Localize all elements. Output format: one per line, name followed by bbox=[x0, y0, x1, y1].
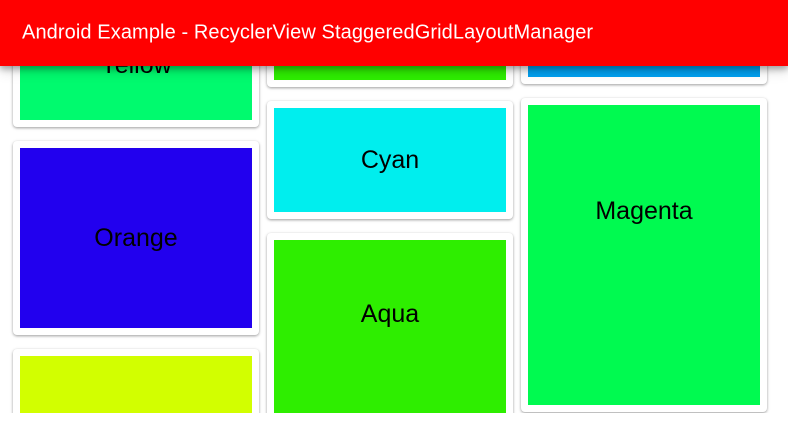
card-item[interactable]: Orange bbox=[13, 141, 259, 335]
staggered-column-2: Cyan Aqua bbox=[264, 66, 516, 413]
card-item[interactable] bbox=[521, 66, 767, 84]
card-item[interactable]: Yellow bbox=[13, 66, 259, 127]
color-label: Aqua bbox=[360, 300, 420, 328]
staggered-column-1: Yellow Orange bbox=[10, 66, 262, 413]
card-item[interactable]: Cyan bbox=[267, 101, 513, 219]
color-swatch: Cyan bbox=[274, 108, 506, 212]
color-swatch bbox=[20, 356, 252, 413]
color-swatch: Orange bbox=[20, 148, 252, 328]
color-label: Cyan bbox=[360, 145, 420, 174]
card-item[interactable]: Aqua bbox=[267, 233, 513, 413]
color-swatch: Aqua bbox=[274, 240, 506, 413]
color-swatch bbox=[274, 66, 506, 80]
app-bar-title: Android Example - RecyclerView Staggered… bbox=[22, 21, 594, 44]
color-label: Orange bbox=[94, 223, 178, 252]
color-swatch: Magenta bbox=[528, 105, 760, 405]
staggered-column-3: Magenta bbox=[518, 66, 770, 413]
color-swatch: Yellow bbox=[20, 66, 252, 120]
card-item[interactable] bbox=[267, 66, 513, 87]
color-label: Magenta bbox=[595, 197, 693, 225]
app-bar: Android Example - RecyclerView Staggered… bbox=[0, 0, 788, 66]
recycler-view[interactable]: Yellow Orange Cyan bbox=[0, 66, 788, 413]
card-item[interactable]: Magenta bbox=[521, 98, 767, 412]
color-swatch bbox=[528, 66, 760, 77]
card-item[interactable] bbox=[13, 349, 259, 413]
color-label: Yellow bbox=[100, 66, 171, 78]
